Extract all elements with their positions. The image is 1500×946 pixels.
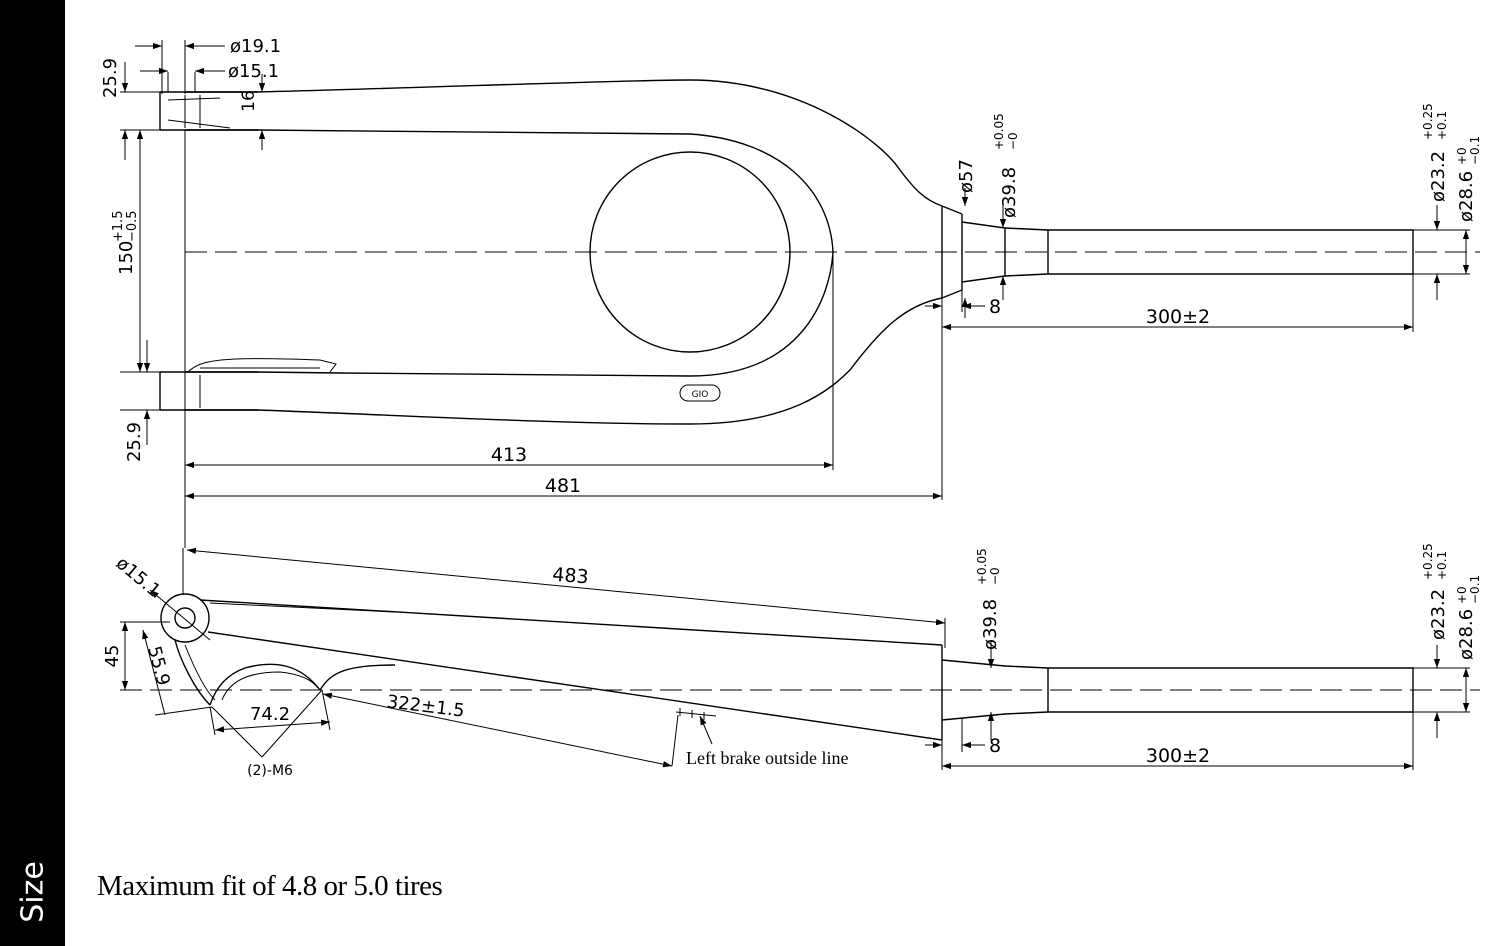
top-lower-leg [185,251,834,377]
side-disc-mount [174,639,396,706]
side-blade [199,599,943,741]
dim-len-322: 322±1.5 [386,691,466,721]
dim-offset-45: 45 [102,645,123,668]
dim-mount-thread: (2)-M6 [247,763,293,779]
dim-spacing-150: 150 [116,241,137,275]
dim-steerer-dia-28-6-side: ø28.6 [1456,609,1477,660]
dim-steerer-dia-23-2-side: ø23.2 [1428,589,1449,640]
svg-text:+0.25: +0.25 [1421,543,1435,580]
top-crown [941,205,963,299]
dim-len-481: 481 [545,475,581,497]
svg-text:+0: +0 [1455,586,1469,604]
side-view: 483 ø15.1 45 55.9 74.2 322±1.5 (2)-M6 Le… [102,543,1482,779]
side-dropout [160,593,210,643]
svg-text:+0: +0 [1455,147,1469,165]
dim-dia-15-1-side: ø15.1 [112,553,165,602]
dim-crown-len-8-side: 8 [989,735,1001,757]
brake-note: Left brake outside line [686,748,848,768]
dim-steerer-len-top: 300±2 [1146,306,1210,328]
top-wheel-circle [589,151,791,353]
dim-crown-dia-57: ø57 [956,159,977,193]
svg-text:+0.25: +0.25 [1421,103,1435,140]
dim-gap-25-9-top: 25.9 [100,58,121,98]
svg-text:−0.1: −0.1 [1468,136,1482,165]
side-steerer [1047,667,1414,713]
side-crown [941,645,1049,740]
svg-text:−0.1: −0.1 [1468,575,1482,604]
dim-crown-tol-lower: −0 [1006,132,1020,150]
top-steerer [1004,227,1414,277]
dim-steerer-dia-23-2-top: ø23.2 [1428,151,1449,202]
caption-tire-fit: Maximum fit of 4.8 or 5.0 tires [97,870,443,902]
dim-crown-dia-39-8: ø39.8 [999,167,1020,218]
dim-width-16: 16 [239,90,259,112]
dim-crown-dia-39-8-side: ø39.8 [980,599,1001,650]
dim-len-413: 413 [491,444,527,466]
dim-spacing-tol-lower: −0.5 [125,210,140,242]
dim-dia-15-1: ø15.1 [228,61,279,82]
svg-text:GIO: GIO [692,390,709,400]
dim-crown-len-8-top: 8 [989,296,1001,318]
top-upper-leg [185,79,943,207]
dim-steerer-dia-28-6-top: ø28.6 [1456,171,1477,222]
dim-spacing-tol-upper: +1.5 [111,210,126,242]
svg-text:+0.1: +0.1 [1435,551,1449,580]
sidebar-bar: Size [0,0,65,946]
dim-dia-19-1: ø19.1 [230,36,281,57]
svg-text:+0.05: +0.05 [975,548,989,585]
svg-text:+0.1: +0.1 [1435,111,1449,140]
dim-len-74-2: 74.2 [250,704,290,725]
top-view: GIO ø19.1 ø15.1 25.9 16 150 +1.5 −0.5 25… [100,36,1482,548]
dim-crown-tol-upper: +0.05 [992,113,1006,150]
svg-text:−0: −0 [988,567,1002,585]
dim-gap-25-9-bottom: 25.9 [124,422,145,462]
dim-len-55-9: 55.9 [143,644,174,688]
dim-len-483: 483 [552,564,590,589]
dim-steerer-len-side: 300±2 [1146,745,1210,767]
